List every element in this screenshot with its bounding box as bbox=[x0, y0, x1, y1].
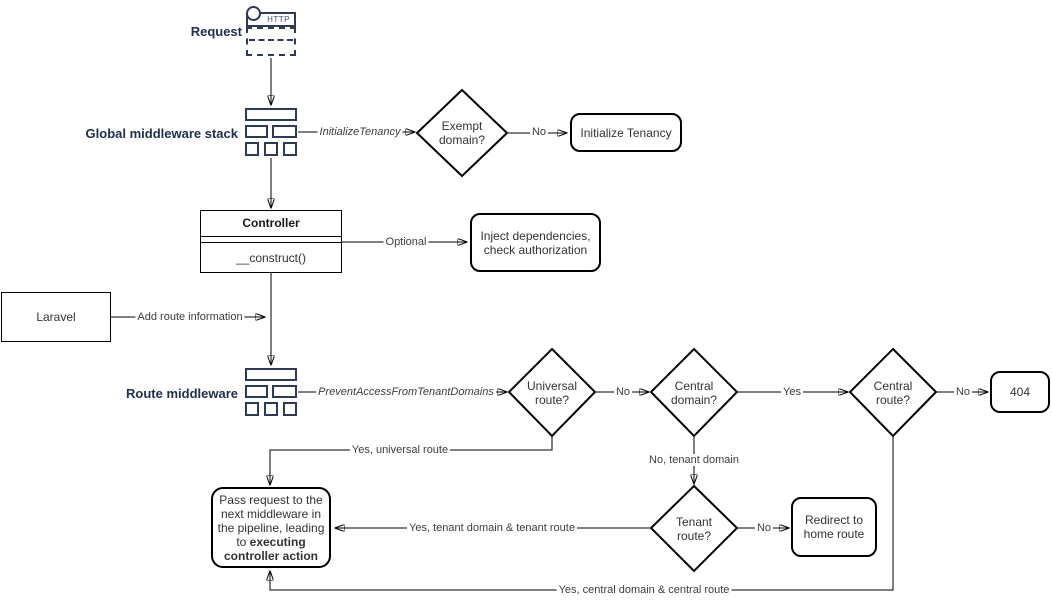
middleware-block-icon bbox=[245, 385, 268, 398]
diamond-exempt-domain bbox=[415, 88, 509, 178]
middleware-block-icon bbox=[283, 402, 297, 416]
edge-label-universal-yes: Yes, universal route bbox=[349, 444, 451, 456]
middleware-block-icon bbox=[245, 368, 297, 381]
edge-label-tenant-domain-no: No, tenant domain bbox=[647, 454, 741, 466]
edge-label-optional: Optional bbox=[383, 236, 429, 248]
inject-dependencies-node: Inject dependencies, check authorization bbox=[470, 213, 601, 272]
middleware-block-icon bbox=[264, 402, 278, 416]
http-request-icon: HTTP bbox=[245, 4, 297, 57]
not-found-404-node: 404 bbox=[990, 371, 1050, 413]
edge-label-universal-no: No bbox=[613, 386, 633, 398]
middleware-block-icon bbox=[245, 108, 297, 121]
not-found-404-label: 404 bbox=[1009, 385, 1031, 399]
route-middleware-label: Route middleware bbox=[126, 386, 238, 401]
diamond-tenant-route bbox=[649, 484, 739, 573]
middleware-block-icon bbox=[245, 125, 268, 138]
edge-label-exempt-no: No bbox=[529, 126, 549, 138]
universal-route-label: Universal route? bbox=[526, 379, 577, 407]
controller-empty-compartment bbox=[201, 237, 341, 243]
pass-request-bold-text: executing controller action bbox=[223, 534, 318, 563]
edge-label-add-route-information: Add route information bbox=[135, 311, 245, 323]
edge-label-central-yes: Yes, central domain & central route bbox=[556, 584, 732, 596]
global-middleware-stack-label: Global middleware stack bbox=[85, 126, 238, 141]
diamond-central-domain bbox=[649, 347, 739, 438]
pass-request-text: Pass request to the next middleware in t… bbox=[217, 492, 325, 549]
edge-label-initialize-tenancy: InitializeTenancy bbox=[317, 126, 403, 138]
controller-node: Controller __construct() bbox=[200, 210, 342, 273]
middleware-block-icon bbox=[245, 402, 259, 416]
controller-constructor-label: __construct() bbox=[235, 250, 307, 265]
middleware-row bbox=[245, 385, 297, 398]
diamond-universal-route bbox=[507, 347, 597, 438]
inject-dependencies-label: Inject dependencies, check authorization bbox=[480, 228, 591, 257]
pass-request-node: Pass request to the next middleware in t… bbox=[211, 487, 331, 568]
http-label: HTTP bbox=[267, 15, 290, 24]
edge-label-central-route-no: No bbox=[953, 386, 973, 398]
central-domain-label: Central domain? bbox=[670, 379, 718, 407]
edge-label-tenant-yes: Yes, tenant domain & tenant route bbox=[407, 522, 577, 534]
redirect-home-node: Redirect to home route bbox=[791, 497, 877, 557]
request-label: Request bbox=[190, 24, 242, 39]
middleware-block-icon bbox=[283, 142, 297, 156]
laravel-node: Laravel bbox=[1, 292, 111, 342]
middleware-block-icon bbox=[272, 385, 297, 398]
middleware-row bbox=[245, 402, 297, 416]
http-request-circle-icon bbox=[246, 6, 261, 21]
route-middleware-icon bbox=[245, 368, 297, 416]
central-route-label: Central route? bbox=[873, 379, 913, 407]
redirect-home-label: Redirect to home route bbox=[803, 513, 865, 541]
middleware-row bbox=[245, 142, 297, 156]
edge-label-tenant-route-no: No bbox=[754, 522, 774, 534]
middleware-block-icon bbox=[245, 142, 259, 156]
middleware-row bbox=[245, 125, 297, 138]
http-request-body bbox=[246, 27, 296, 56]
tenant-route-label: Tenant route? bbox=[675, 515, 713, 543]
initialize-tenancy-label: Initialize Tenancy bbox=[580, 125, 672, 140]
controller-title: Controller bbox=[201, 211, 341, 237]
initialize-tenancy-node: Initialize Tenancy bbox=[570, 113, 682, 152]
edge-label-prevent-access: PreventAccessFromTenantDomains bbox=[316, 386, 496, 398]
diamond-central-route bbox=[848, 347, 938, 438]
global-middleware-stack-icon bbox=[245, 108, 297, 156]
middleware-block-icon bbox=[272, 125, 297, 138]
laravel-label: Laravel bbox=[36, 310, 76, 324]
exempt-domain-label: Exempt domain? bbox=[438, 119, 486, 147]
http-request-body-divider bbox=[249, 39, 293, 41]
edge-label-central-domain-yes: Yes bbox=[781, 386, 803, 398]
pass-request-label: Pass request to the next middleware in t… bbox=[213, 491, 329, 565]
middleware-block-icon bbox=[264, 142, 278, 156]
